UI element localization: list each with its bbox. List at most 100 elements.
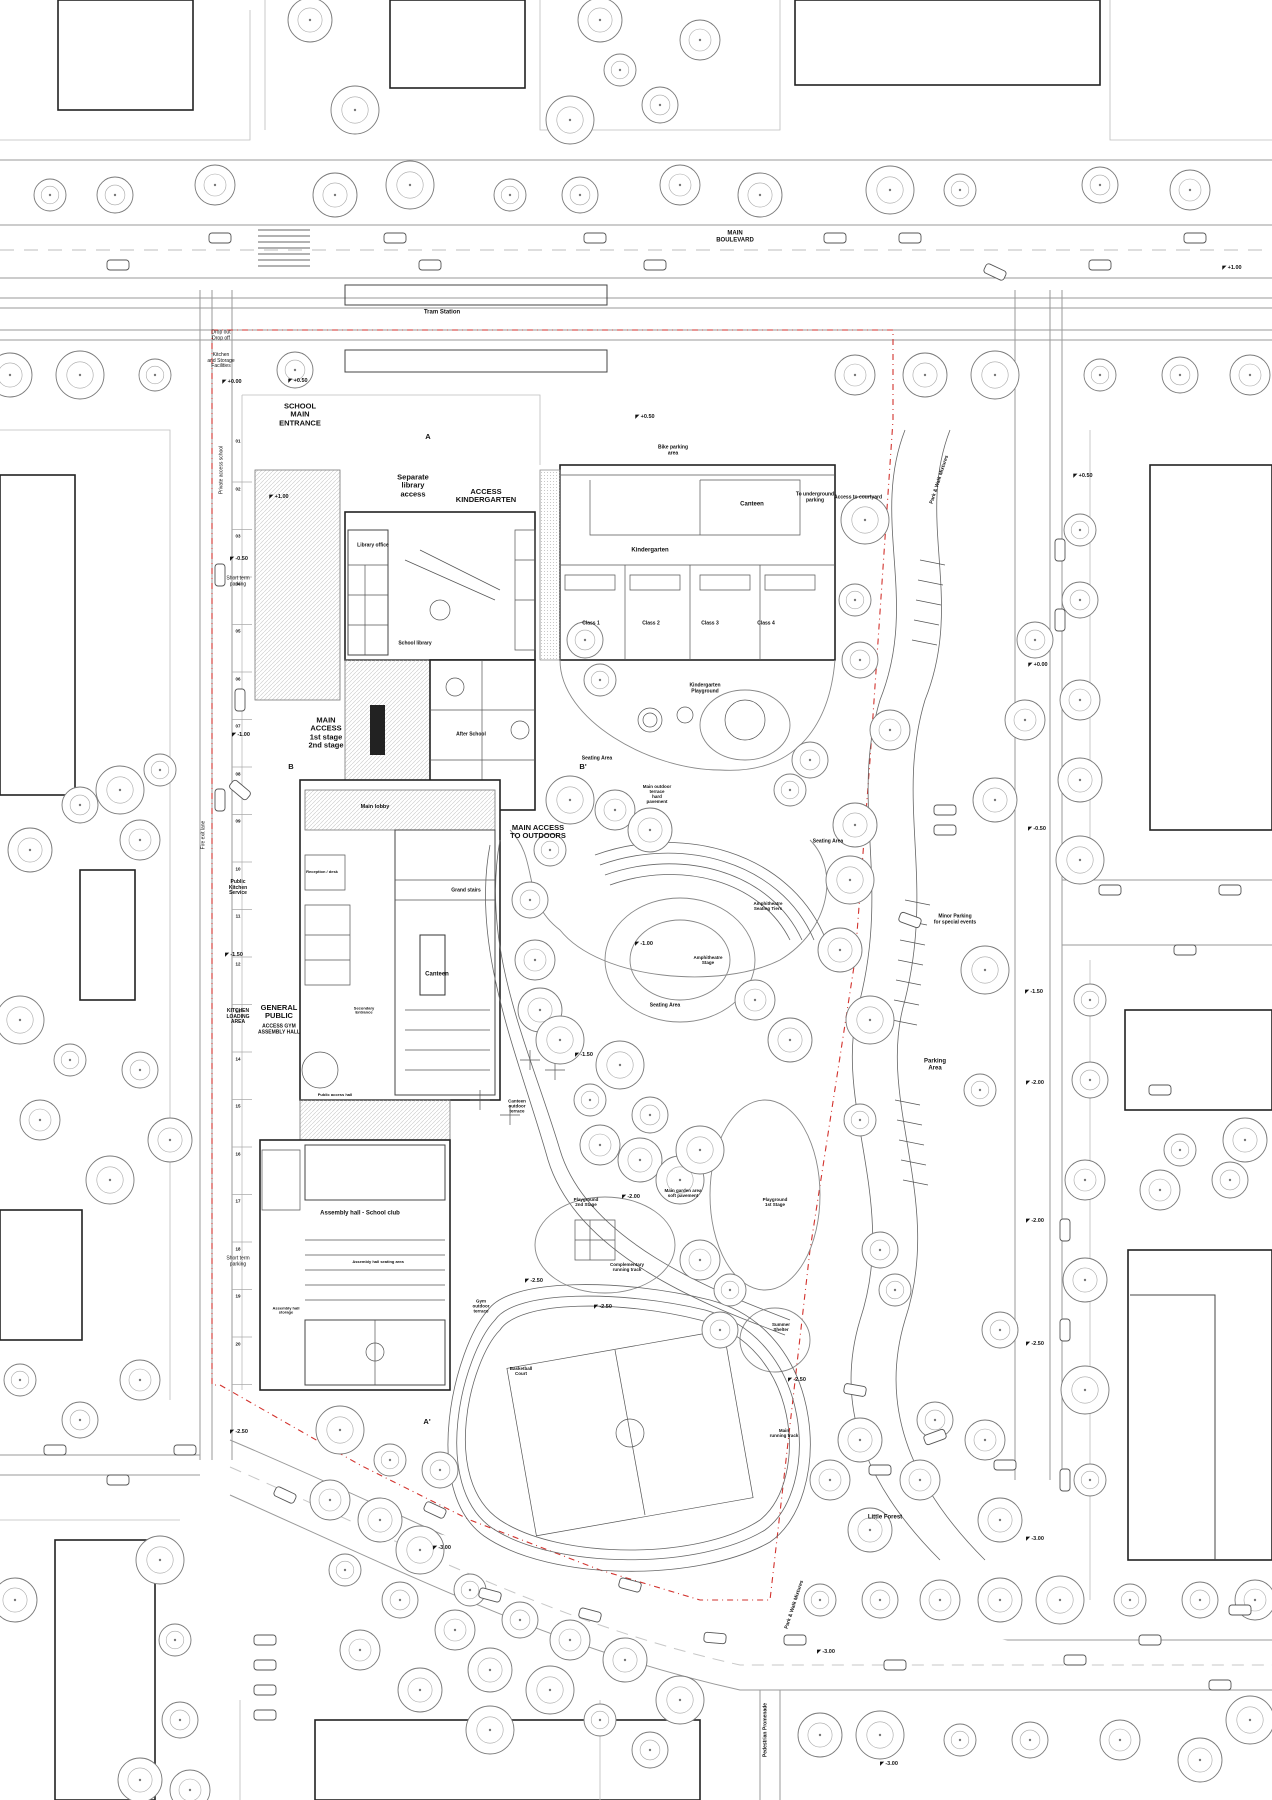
tree bbox=[843, 1103, 877, 1137]
school-building bbox=[241, 394, 836, 1391]
tree bbox=[659, 164, 701, 206]
parking-bay-number: 09 bbox=[235, 818, 241, 824]
crosswalk bbox=[258, 229, 310, 267]
tree bbox=[817, 927, 863, 973]
tree bbox=[1062, 1257, 1108, 1303]
tree bbox=[0, 352, 33, 398]
level-mark: -1.50 bbox=[225, 952, 243, 958]
label-main-lobby: Main lobby bbox=[360, 803, 390, 810]
car bbox=[173, 1444, 197, 1456]
label-tram-station: Tram Station bbox=[423, 309, 461, 316]
tree bbox=[1181, 1581, 1219, 1619]
car bbox=[618, 1577, 642, 1593]
label-amph-seating: Amphitheatre Seating Tiers bbox=[753, 901, 783, 911]
tree bbox=[1139, 1169, 1181, 1211]
label-playground-2: Playground 2nd Stage bbox=[573, 1197, 599, 1207]
tree bbox=[773, 773, 807, 807]
parking-bay-number: 06 bbox=[235, 676, 241, 682]
label-canteen-top: Canteen bbox=[740, 501, 764, 508]
level-mark: -1.50 bbox=[1025, 989, 1043, 995]
parking-bay-number: 03 bbox=[235, 533, 241, 539]
level-mark: -2.50 bbox=[525, 1278, 543, 1284]
tree bbox=[61, 1401, 99, 1439]
car bbox=[933, 804, 957, 816]
tree bbox=[566, 621, 604, 659]
label-underground-parking: To underground parking bbox=[795, 491, 835, 503]
car bbox=[1228, 1604, 1252, 1616]
tree bbox=[1225, 1695, 1272, 1745]
tree bbox=[312, 172, 358, 218]
tree bbox=[381, 1581, 419, 1619]
label-running-track-comp: Complementary running track bbox=[609, 1262, 645, 1272]
tree bbox=[1055, 835, 1105, 885]
tree bbox=[602, 1637, 648, 1683]
tree bbox=[1011, 1721, 1049, 1759]
label-assembly-hall: Assembly hall - School club bbox=[320, 1210, 400, 1217]
car bbox=[1138, 1634, 1162, 1646]
tree bbox=[465, 1705, 515, 1755]
label-kindergarten-access: ACCESS KINDERGARTEN bbox=[455, 486, 517, 504]
label-main-track: Main running track bbox=[769, 1428, 799, 1438]
tree bbox=[119, 1359, 161, 1401]
tree bbox=[143, 753, 177, 787]
tree bbox=[147, 1117, 193, 1163]
tree bbox=[514, 939, 556, 981]
car bbox=[993, 1459, 1017, 1471]
car bbox=[383, 232, 407, 244]
tree bbox=[617, 1137, 663, 1183]
tree bbox=[1064, 1159, 1106, 1201]
label-section-a: A bbox=[425, 431, 431, 441]
label-general-public-sub: ACCESS GYM ASSEMBLY HALL bbox=[258, 1023, 300, 1035]
label-class-3: Class 3 bbox=[701, 620, 719, 627]
tree bbox=[117, 1757, 163, 1800]
tree bbox=[861, 1231, 899, 1269]
parking-bay-number: 17 bbox=[235, 1198, 241, 1204]
tree bbox=[61, 786, 99, 824]
tree bbox=[847, 1507, 893, 1553]
car bbox=[1054, 608, 1066, 632]
tree bbox=[95, 765, 145, 815]
car bbox=[478, 1587, 502, 1603]
tree bbox=[138, 358, 172, 392]
parking-bay-number: 07 bbox=[235, 723, 241, 729]
level-mark: +0.50 bbox=[288, 378, 308, 384]
label-class-4: Class 4 bbox=[757, 620, 775, 627]
label-public-access-hall: Public access hall bbox=[317, 1091, 353, 1097]
tree bbox=[421, 1451, 459, 1489]
label-main-access: MAIN ACCESS 1st stage 2nd stage bbox=[308, 715, 344, 750]
car bbox=[578, 1607, 602, 1623]
assembly-hall-block bbox=[259, 1139, 451, 1391]
label-public-kitchen: Public Kitchen Service bbox=[228, 878, 248, 896]
tree bbox=[1035, 1575, 1085, 1625]
level-mark: -1.00 bbox=[635, 941, 653, 947]
tree bbox=[573, 1083, 607, 1117]
tree bbox=[734, 979, 776, 1021]
label-seating-area-1: Seating Area bbox=[581, 755, 613, 762]
car bbox=[1098, 884, 1122, 896]
tree bbox=[315, 1405, 365, 1455]
main-building bbox=[299, 779, 501, 1101]
label-reception: Reception / desk bbox=[306, 868, 338, 874]
parking-bay-number: 18 bbox=[235, 1246, 241, 1252]
tree bbox=[1071, 1061, 1109, 1099]
parking-bay-number: 05 bbox=[235, 628, 241, 634]
level-mark: -2.00 bbox=[622, 1194, 640, 1200]
label-main-boulevard: MAIN BOULEVARD bbox=[716, 230, 754, 243]
tree bbox=[1061, 581, 1099, 619]
tree bbox=[797, 1712, 843, 1758]
parking-bay-number: 12 bbox=[235, 961, 241, 967]
car bbox=[214, 788, 226, 812]
car bbox=[643, 259, 667, 271]
tree bbox=[397, 1667, 443, 1713]
label-basketball: Basketball Court bbox=[509, 1366, 533, 1376]
label-section-b2: B' bbox=[579, 761, 587, 771]
tree bbox=[583, 663, 617, 697]
tree bbox=[641, 86, 679, 124]
level-mark: -2.50 bbox=[594, 1304, 612, 1310]
tree bbox=[603, 53, 637, 87]
tree bbox=[19, 1099, 61, 1141]
tree bbox=[960, 945, 1010, 995]
tree bbox=[119, 819, 161, 861]
tree bbox=[902, 352, 948, 398]
